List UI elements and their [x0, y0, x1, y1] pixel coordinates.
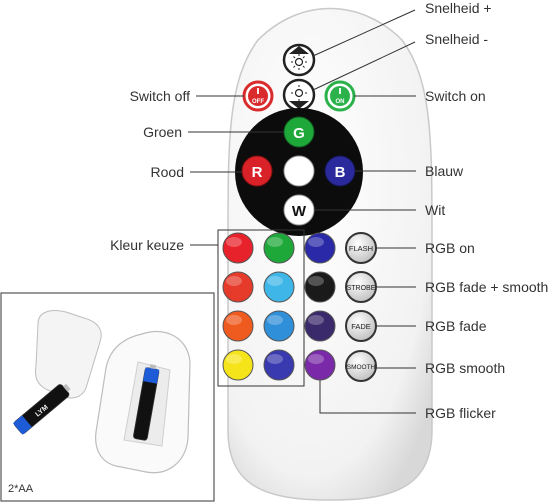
- color-button-right-3[interactable]: [305, 311, 335, 341]
- label-rgb-on: RGB on: [425, 240, 475, 256]
- off-button-text: OFF: [252, 99, 264, 105]
- color-button-mid-4[interactable]: [264, 350, 294, 380]
- fade-button[interactable]: FADE: [346, 311, 376, 341]
- green-button-text: G: [293, 125, 305, 142]
- label-rgb-fade-smooth: RGB fade + smooth: [425, 279, 548, 295]
- label-speed-up: Snelheid +: [425, 0, 492, 16]
- blue-button[interactable]: B: [325, 156, 355, 186]
- color-button-left-1[interactable]: [223, 233, 253, 263]
- label-blue: Blauw: [425, 163, 463, 179]
- label-rgb-fade: RGB fade: [425, 318, 486, 334]
- label-rgb-flicker: RGB flicker: [425, 405, 496, 421]
- white-button-text: W: [292, 203, 307, 220]
- label-color-choice: Kleur keuze: [90, 237, 184, 253]
- smooth-button[interactable]: SMOOTH: [346, 351, 376, 381]
- label-green: Groen: [110, 124, 182, 140]
- color-button-right-2[interactable]: [305, 272, 335, 302]
- white-button[interactable]: W: [284, 195, 314, 225]
- speed-down-button[interactable]: [284, 80, 314, 110]
- battery-inset: LYM: [1, 293, 214, 501]
- color-button-mid-1[interactable]: [264, 233, 294, 263]
- switch-off-button[interactable]: OFF: [244, 82, 272, 110]
- label-rgb-smooth: RGB smooth: [425, 360, 505, 376]
- red-button[interactable]: R: [242, 156, 272, 186]
- flash-button-text: FLASH: [349, 244, 373, 253]
- label-switch-off: Switch off: [94, 88, 190, 104]
- color-button-left-4[interactable]: [223, 350, 253, 380]
- battery-caption: 2*AA: [8, 483, 33, 495]
- color-button-right-1[interactable]: [305, 233, 335, 263]
- label-red: Rood: [120, 164, 184, 180]
- label-white: Wit: [425, 202, 445, 218]
- color-button-right-4[interactable]: [305, 350, 335, 380]
- strobe-button[interactable]: STROBE: [346, 272, 376, 302]
- label-speed-down: Snelheid -: [425, 31, 488, 47]
- switch-on-button[interactable]: ON: [326, 82, 354, 110]
- strobe-button-text: STROBE: [347, 285, 376, 292]
- color-button-mid-3[interactable]: [264, 311, 294, 341]
- fade-button-text: FADE: [351, 322, 371, 331]
- smooth-button-text: SMOOTH: [347, 364, 376, 371]
- center-white-button[interactable]: [284, 156, 314, 186]
- color-button-left-3[interactable]: [223, 311, 253, 341]
- flash-button[interactable]: FLASH: [346, 233, 376, 263]
- color-button-mid-2[interactable]: [264, 272, 294, 302]
- green-button[interactable]: G: [284, 117, 314, 147]
- speed-up-button[interactable]: [284, 45, 314, 75]
- blue-button-text: B: [335, 164, 346, 181]
- red-button-text: R: [252, 164, 263, 181]
- on-button-text: ON: [336, 99, 345, 105]
- color-button-left-2[interactable]: [223, 272, 253, 302]
- label-switch-on: Switch on: [425, 88, 486, 104]
